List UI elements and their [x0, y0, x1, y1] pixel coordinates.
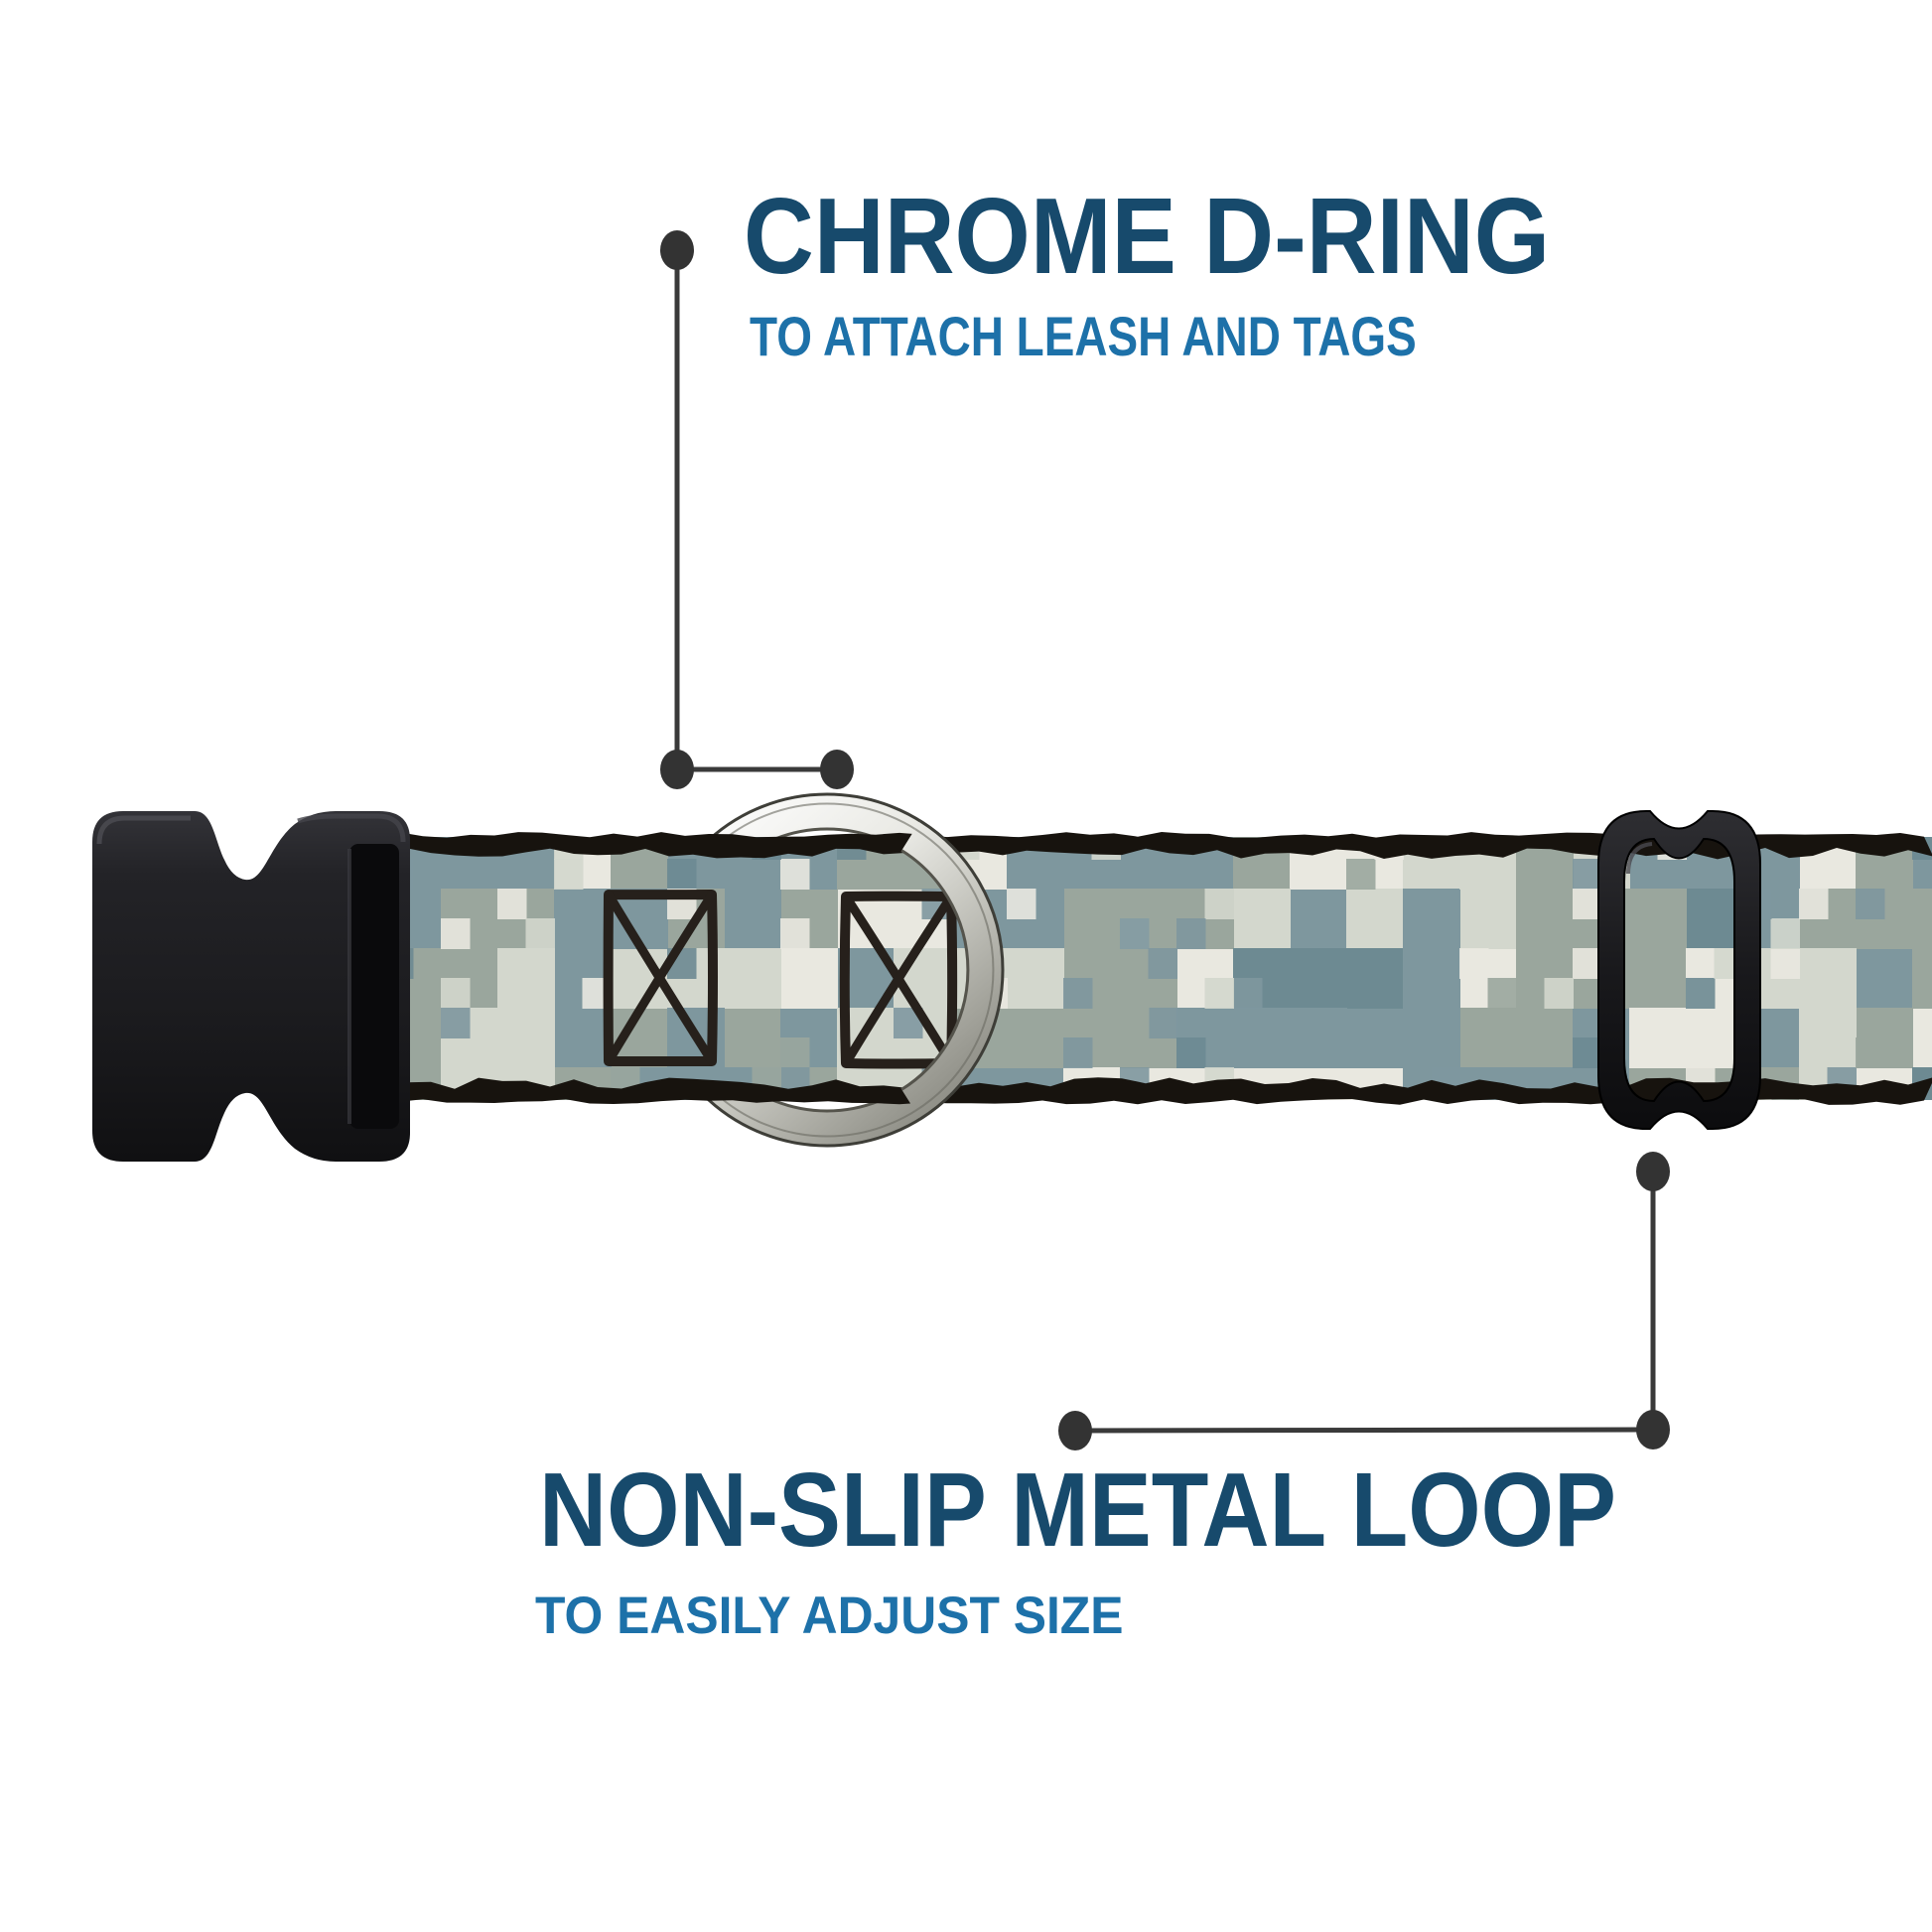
- callout-dot: [1636, 1152, 1670, 1191]
- callout-lines: [660, 230, 1670, 1450]
- callout-dot: [660, 750, 694, 789]
- bottom-callout-title: NON-SLIP METAL LOOP: [539, 1451, 1616, 1569]
- callout-dot: [1058, 1411, 1092, 1450]
- metal-slider-loop-icon: [1597, 810, 1761, 1130]
- bottom-callout-subtitle: TO EASILY ADJUST SIZE: [535, 1587, 1124, 1645]
- plastic-buckle-icon: [92, 811, 410, 1162]
- callout-line: [1074, 1427, 1654, 1434]
- stitch-box-left-icon: [603, 890, 718, 1067]
- collar-webbing: [328, 832, 1932, 1105]
- webbing-edge-bottom: [328, 1077, 1932, 1105]
- top-callout-subtitle: TO ATTACH LEASH AND TAGS: [750, 305, 1417, 367]
- d-ring-front-icon: [900, 819, 1005, 1121]
- callout-dot: [660, 230, 694, 270]
- callout-dot: [820, 750, 854, 789]
- callout-dot: [1636, 1410, 1670, 1449]
- webbing-edge-top: [328, 832, 1932, 860]
- top-callout-title: CHROME D-RING: [744, 176, 1551, 297]
